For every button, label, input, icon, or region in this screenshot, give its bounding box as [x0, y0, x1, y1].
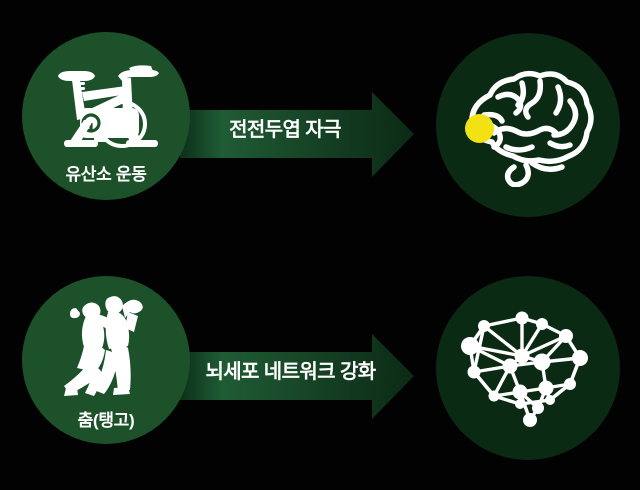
node-aerobic-exercise[interactable]: 유산소 운동 [22, 32, 190, 200]
node-label-dance: 춤(탱고) [77, 411, 135, 430]
node-neural-network-brain[interactable] [436, 276, 620, 460]
exercise-bike-icon [48, 58, 164, 150]
node-prefrontal-brain[interactable] [436, 33, 620, 217]
node-label-aerobic: 유산소 운동 [65, 165, 147, 184]
arrow-dance-to-network [150, 322, 420, 432]
arrow-label-prefrontal-stimulation: 전전두엽 자극 [229, 119, 341, 141]
neural-network-brain-icon [458, 300, 600, 434]
arrow-shape [180, 92, 414, 177]
arrow-label-neuron-network-strengthening: 뇌세포 네트워크 강화 [205, 361, 376, 383]
prefrontal-highlight-dot [465, 114, 494, 143]
tango-dancers-icon [58, 290, 154, 400]
arrow-aerobic-to-brain [150, 80, 420, 190]
arrow-shape [180, 334, 414, 419]
node-dance-tango[interactable]: 춤(탱고) [22, 276, 190, 444]
